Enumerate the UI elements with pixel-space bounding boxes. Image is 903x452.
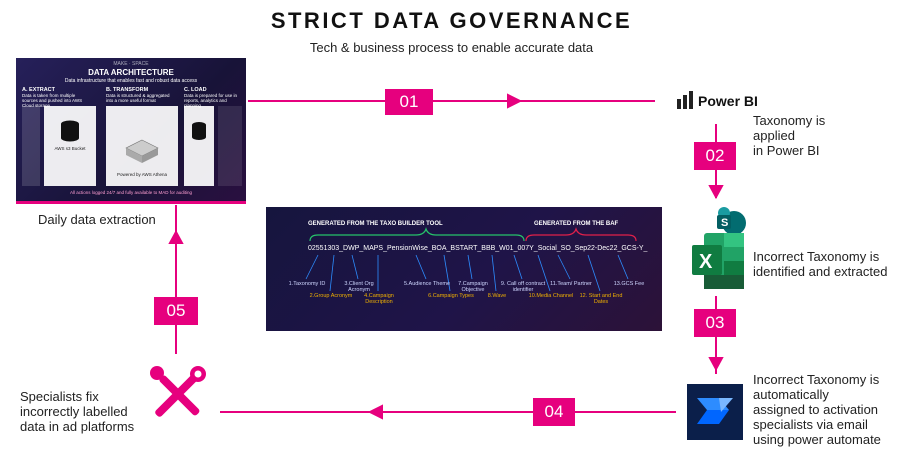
- cube-stack-icon: [125, 139, 159, 163]
- taxonomy-applied-label: Taxonomy is applied in Power BI: [753, 113, 825, 158]
- arch-transform-title: B. TRANSFORM: [106, 87, 149, 93]
- arch-load-title: C. LOAD: [184, 87, 207, 93]
- incorrect-assigned-line-3: assigned to activation: [753, 402, 879, 417]
- database-icon: [61, 120, 79, 142]
- power-bi-icon: [677, 91, 693, 109]
- arch-bucket-label: AWS s3 Bucket: [54, 146, 86, 151]
- taxo-field-12: 12. Start and End Dates: [579, 293, 623, 305]
- taxo-group-left: GENERATED FROM THE TAXO BUILDER TOOL: [308, 221, 443, 227]
- data-architecture-image: MAKE · SPACE DATA ARCHITECTURE Data infr…: [16, 58, 246, 204]
- arch-extract-text: Data is taken from multiple sources and …: [22, 93, 83, 108]
- arch-extract-title: A. EXTRACT: [22, 87, 55, 93]
- arch-brand: MAKE · SPACE: [113, 61, 149, 67]
- incorrect-assigned-line-4: specialists via email: [753, 417, 868, 432]
- taxo-field-4: 4.Campaign Description: [364, 293, 394, 305]
- power-bi-brand: Power BI: [698, 93, 758, 109]
- taxo-brackets: [305, 227, 637, 292]
- taxonomy-applied-line-3: in Power BI: [753, 143, 820, 158]
- step-badge-01: 01: [385, 89, 433, 115]
- taxo-field-9: 9. Call off contract identifier: [500, 281, 546, 293]
- taxonomy-breakdown-image: GENERATED FROM THE TAXO BUILDER TOOL GEN…: [266, 207, 662, 331]
- database-icon-2: [192, 122, 206, 140]
- power-automate-icon: [687, 384, 743, 440]
- specialists-line-3: data in ad platforms: [20, 419, 135, 434]
- incorrect-assigned-line-2: automatically: [753, 387, 829, 402]
- excel-sharepoint-icon: S X: [692, 207, 746, 289]
- arch-title: DATA ARCHITECTURE: [88, 68, 174, 77]
- specialists-label: Specialists fix incorrectly labelled dat…: [20, 389, 134, 434]
- taxo-field-2: 2.Group Acronym: [309, 293, 353, 299]
- arrow-03-head: [708, 357, 724, 372]
- taxonomy-applied-line-2: applied: [753, 128, 795, 143]
- svg-text:S: S: [721, 217, 728, 229]
- arch-transform-text: Data is structured & aggregated into a m…: [106, 93, 170, 103]
- step-badge-04: 04: [533, 398, 575, 426]
- page-subtitle: Tech & business process to enable accura…: [309, 40, 594, 55]
- incorrect-assigned-label: Incorrect Taxonomy is automatically assi…: [753, 372, 881, 447]
- taxo-field-6: 6.Campaign Types: [428, 293, 474, 299]
- svg-text:X: X: [699, 251, 713, 273]
- taxo-field-10: 10.Media Channel: [528, 293, 574, 299]
- arrow-02-head: [708, 185, 724, 200]
- step-badge-05: 05: [154, 297, 198, 325]
- taxo-field-3: 3.Client Org Acronym: [344, 281, 374, 293]
- taxo-field-1: 1.Taxonomy ID: [288, 281, 326, 287]
- arrow-01-head: [507, 93, 523, 109]
- arch-powered-label: Powered by AWS Athena: [116, 172, 168, 177]
- arrow-05-head: [168, 229, 184, 244]
- taxo-field-8: 8.Wave: [487, 293, 507, 299]
- taxo-field-13: 13.GCS Fee: [613, 281, 645, 287]
- specialists-line-1: Specialists fix: [20, 389, 99, 404]
- incorrect-assigned-line-5: using power automate: [753, 432, 881, 447]
- taxo-field-5: 5.Audience Theme: [403, 281, 451, 287]
- taxonomy-applied-line-1: Taxonomy is: [753, 113, 826, 128]
- incorrect-assigned-line-1: Incorrect Taxonomy is: [753, 372, 880, 387]
- step-badge-02: 02: [694, 142, 736, 170]
- specialists-line-2: incorrectly labelled: [20, 404, 128, 419]
- wrench-screwdriver-icon: [150, 366, 206, 417]
- page-title: STRICT DATA GOVERNANCE: [270, 8, 633, 33]
- taxo-field-11: 11.Team/ Partner: [550, 281, 592, 287]
- taxo-field-7: 7.Campaign Objective: [458, 281, 488, 293]
- incorrect-identified-label: Incorrect Taxonomy is identified and ext…: [753, 249, 887, 279]
- taxo-string: 02551303_DWP_MAPS_PensionWise_BOA_BSTART…: [308, 245, 648, 252]
- arch-footer: All actions logged 24/7 and fully availa…: [69, 190, 193, 195]
- taxo-group-right: GENERATED FROM THE BAF: [534, 221, 619, 227]
- daily-extraction-label: Daily data extraction: [38, 212, 156, 227]
- incorrect-identified-line-1: Incorrect Taxonomy is: [753, 249, 880, 264]
- arrow-04-head: [367, 404, 383, 420]
- step-badge-03: 03: [694, 309, 736, 337]
- arch-subtitle: Data infrastructure that enables fast an…: [64, 78, 198, 84]
- arch-load-text: Data is prepared for use in reports, ana…: [184, 93, 238, 108]
- incorrect-identified-line-2: identified and extracted: [753, 264, 888, 279]
